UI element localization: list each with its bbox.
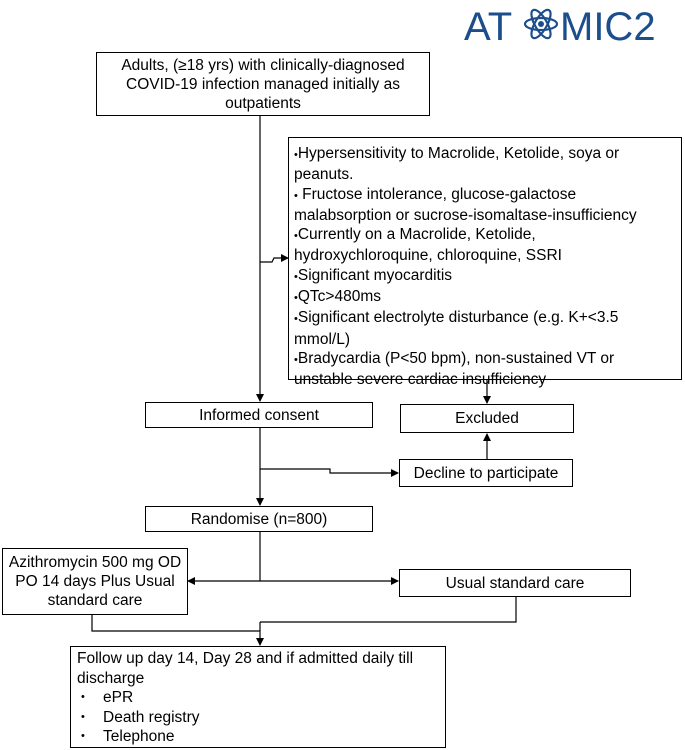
exclusion-criterion-text: Significant electrolyte disturbance (e.g… <box>294 309 619 348</box>
exclusion-criterion: •Significant electrolyte disturbance (e.… <box>294 308 675 349</box>
arrow-to-decline <box>260 468 399 477</box>
atom-icon <box>523 8 559 40</box>
excluded-label: Excluded <box>455 410 519 427</box>
exclusion-criteria-list: •Hypersensitivity to Macrolide, Ketolide… <box>294 144 675 390</box>
bullet-icon: • <box>294 270 298 283</box>
decline-box: Decline to participate <box>399 459 573 487</box>
bullet-icon: • <box>81 710 85 723</box>
bullet-icon: • <box>294 230 298 243</box>
exclusion-criterion: •Currently on a Macrolide, Ketolide, hyd… <box>294 225 675 266</box>
exclusion-criterion: •Significant myocarditis <box>294 266 675 287</box>
bullet-icon: • <box>294 292 298 305</box>
exclusion-criterion: •Bradycardia (P<50 bpm), non-sustained V… <box>294 349 675 390</box>
exclusion-criterion-text: Bradycardia (P<50 bpm), non-sustained VT… <box>294 349 615 389</box>
azithromycin-arm-box: Azithromycin 500 mg OD PO 14 days Plus U… <box>2 548 188 615</box>
follow-up-item-text: Telephone <box>103 728 175 745</box>
eligibility-box: Adults, (≥18 yrs) with clinically-diagno… <box>96 52 430 116</box>
informed-consent-label: Informed consent <box>199 406 319 424</box>
exclusion-criterion-text: Fructose intolerance, glucose-galactose … <box>294 185 637 224</box>
logo-text-suffix: MIC2 <box>560 5 656 46</box>
exclusion-criterion-text: Currently on a Macrolide, Ketolide, hydr… <box>294 226 562 265</box>
follow-up-box: Follow up day 14, Day 28 and if admitted… <box>70 646 446 748</box>
line-standard-to-followup <box>260 597 517 623</box>
exclusion-criterion-text: Significant myocarditis <box>297 266 453 284</box>
arrow-to-exclusion-criteria <box>260 254 289 263</box>
exclusion-criterion: •QTc>480ms <box>294 287 675 308</box>
exclusion-criterion: • Fructose intolerance, glucose-galactos… <box>294 185 675 226</box>
standard-care-arm-label: Usual standard care <box>445 574 585 592</box>
bullet-icon: • <box>294 189 298 202</box>
standard-care-arm-box: Usual standard care <box>399 569 631 597</box>
follow-up-list: • ePR • Death registry • Telephone <box>77 688 439 747</box>
bullet-icon: • <box>294 149 298 161</box>
decline-label: Decline to participate <box>413 464 559 482</box>
follow-up-item-text: Death registry <box>103 708 200 726</box>
azithromycin-arm-label: Azithromycin 500 mg OD PO 14 days Plus U… <box>8 554 182 609</box>
bullet-icon: • <box>81 691 85 703</box>
follow-up-item: • ePR <box>77 688 439 708</box>
exclusion-criterion-text: Hypersensitivity to Macrolide, Ketolide,… <box>294 145 620 184</box>
bullet-icon: • <box>294 313 298 326</box>
randomise-label: Randomise (n=800) <box>190 510 328 528</box>
line-azithromycin-to-followup <box>91 615 260 632</box>
bullet-icon: • <box>294 353 298 366</box>
atomic2-logo-graphic: AT MIC2 <box>464 5 656 49</box>
bullet-icon: • <box>81 730 85 742</box>
follow-up-item: • Telephone <box>77 727 439 747</box>
excluded-box: Excluded <box>400 404 574 433</box>
exclusion-criterion: •Hypersensitivity to Macrolide, Ketolide… <box>294 144 675 185</box>
eligibility-text: Adults, (≥18 yrs) with clinically-diagno… <box>121 56 405 112</box>
exclusion-criteria-box: •Hypersensitivity to Macrolide, Ketolide… <box>288 137 682 388</box>
follow-up-item: • Death registry <box>77 708 439 728</box>
atomic2-logo: AT MIC2 <box>460 2 680 49</box>
randomise-box: Randomise (n=800) <box>145 506 373 532</box>
logo-text-prefix: AT <box>464 5 512 46</box>
follow-up-title: Follow up day 14, Day 28 and if admitted… <box>77 650 414 687</box>
follow-up-item-text: ePR <box>103 689 134 706</box>
informed-consent-box: Informed consent <box>145 402 373 428</box>
exclusion-criterion-text: QTc>480ms <box>297 288 381 306</box>
